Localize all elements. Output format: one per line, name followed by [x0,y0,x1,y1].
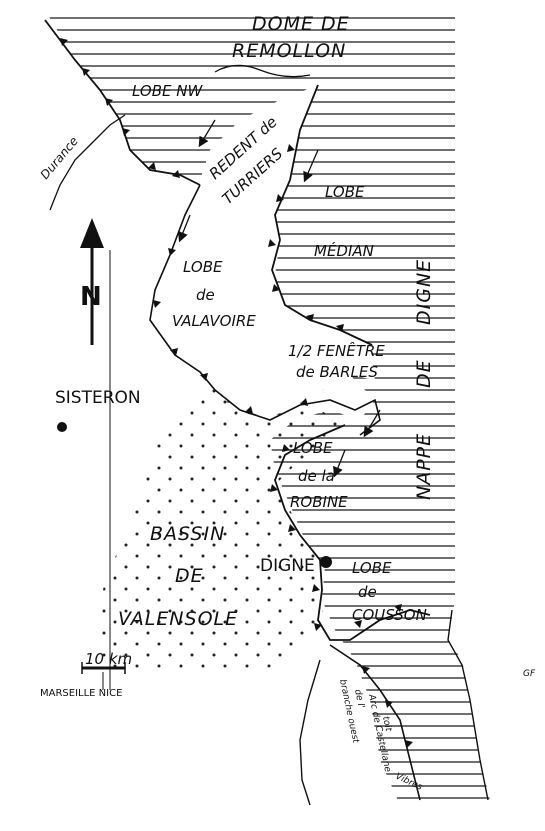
sisteron-dot [57,422,67,432]
lobe-robine-label-1: LOBE [293,439,333,457]
fenetre-label-1: 1/2 FENÊTRE [288,341,385,360]
valensole-basin-area [95,385,345,672]
north-label: N [80,282,102,312]
lobe-valavoire-label-3: VALAVOIRE [172,312,256,330]
lobe-valavoire-label-2: de [196,286,215,304]
movement-arrows [178,119,381,478]
lobe-cousson-label-2: de [358,583,377,601]
thrust-teeth [60,38,413,748]
toit-label: toit [380,716,393,733]
lobe-cousson-label-3: COUSSON [352,606,427,624]
scale-ends-label: MARSEILLE NICE [40,688,122,699]
thrust-front-robine [274,424,431,641]
fenetre-label-2: de BARLES [296,363,378,381]
digne-vertical-label: DIGNE [413,259,435,325]
lobe-valavoire-label-1: LOBE [183,258,223,276]
digne-dot [320,556,332,568]
lobe-median-label-1: LOBE [325,183,365,201]
lobe-robine-label-3: ROBINE [290,493,348,511]
thrust-front-east [447,609,489,801]
thrust-front-valavoire [149,184,381,436]
durance-label: Durance [38,134,81,182]
sisteron-label: SISTERON [55,388,141,408]
branche-label-1: branche ouest [337,679,360,745]
lobe-median-label-2: MÉDIAN [314,241,374,260]
arc-castellane-line [299,659,321,806]
durance-river [49,114,126,211]
bassin-label-2: DE [175,565,204,587]
north-arrow [80,218,104,345]
scale-label: 10 km [85,650,132,668]
valavoire-window [150,85,375,418]
dome-label-1: DOME DE [252,13,350,35]
branche-label-2: de l' [352,689,366,710]
de-vertical-label: DE [413,359,435,388]
dome-label-2: REMOLLON [232,40,346,62]
nappe-vertical-label: NAPPE [413,433,435,500]
lobe-robine-label-2: de la [298,467,335,485]
remollon-front [214,64,311,78]
lobe-cousson-label-1: LOBE [352,559,392,577]
thrust-front-main [271,84,373,346]
bassin-label-1: BASSIN [150,523,225,545]
margin-mark-label: GF [523,669,536,679]
digne-city-label: DIGNE [260,556,315,576]
scale-bar [81,662,126,690]
lobe-nw-label: LOBE NW [132,82,203,100]
bassin-label-3: VALENSOLE [118,608,238,630]
